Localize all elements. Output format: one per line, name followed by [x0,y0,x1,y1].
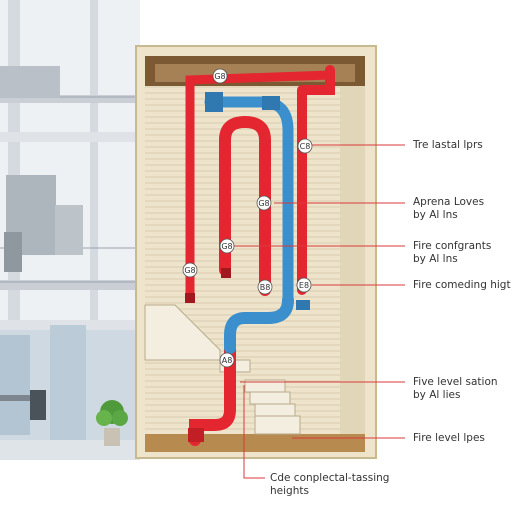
pipe-tag-marker [219,352,235,368]
callout-cde-conplectal: Cde conplectal-tassing heights [270,472,390,497]
pipe-tag-label: A8 [222,356,233,365]
pipe-tag-marker [256,195,272,211]
callout-fire-level-lpes: Fire level lpes [413,432,485,444]
callout-lines [230,144,405,479]
pipe-tag-label: E8 [299,281,309,290]
red-pipe-system [185,65,335,446]
callout-fire-confgrants: Fire confgrants by Al lns [413,240,492,265]
pipe-tag-label: G8 [184,266,195,275]
pipe-shaft [135,45,377,459]
pipe-tag-label: C8 [300,142,311,151]
background-building [0,0,140,460]
callout-fire-comeding-higt: Fire comeding higt [413,279,511,291]
pipe-tag-label: B8 [260,283,271,292]
pipe-tag-marker [257,279,273,295]
pipe-tag-label: G8 [258,199,269,208]
pipe-tag-marker [212,68,228,84]
pipe-tag-label: G8 [214,72,225,81]
pipe-tag-marker [219,238,235,254]
pipe-tags: G8G8C8G8G8A8B8E8A8 [182,68,313,368]
pipe-tag-marker [182,262,198,278]
callout-aprena-loves: Aprena Loves by Al lns [413,196,485,221]
pipe-tag-label: G8 [221,242,232,251]
pipe-tag-marker [296,277,312,293]
callout-five-level-sation: Five level sation by Al lies [413,376,498,401]
pipe-tag-marker [297,138,313,154]
blue-pipe-system [204,92,310,354]
callout-tre-lastal-lprs: Tre lastal lprs [413,139,483,151]
